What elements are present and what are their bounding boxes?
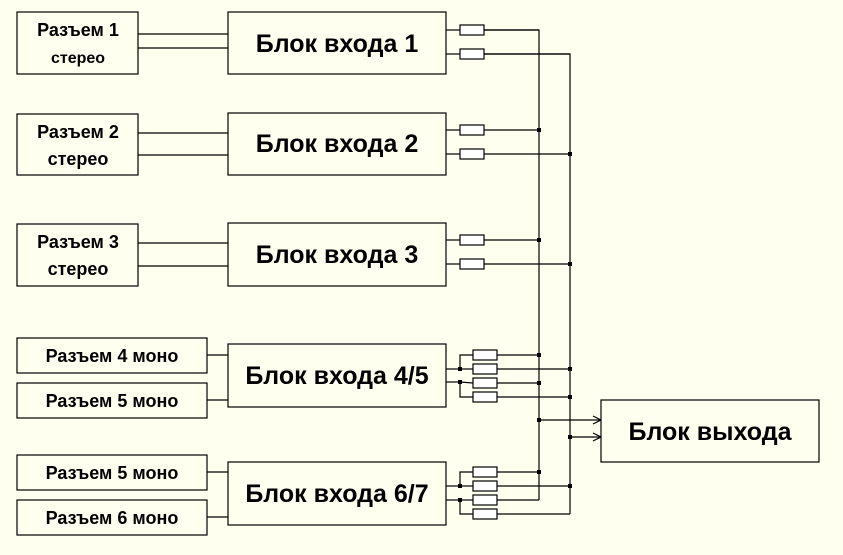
junction-dot [568, 367, 572, 371]
junction-dot [458, 380, 462, 384]
junction-dot [537, 353, 541, 357]
resistor-icon [459, 234, 485, 246]
input-block-1: Блок входа 1 [227, 11, 447, 75]
resistor-icon [472, 363, 498, 375]
connector-3-label: Разъем 3 [37, 232, 119, 252]
junction-dot [568, 435, 572, 439]
resistor-icon [472, 508, 498, 520]
resistor-icon [472, 480, 498, 492]
connector-1-label: Разъем 1 [37, 20, 119, 40]
bus-left [484, 29, 540, 500]
wire [459, 354, 473, 369]
input-block-6-7: Блок входа 6/7 [227, 461, 447, 526]
resistor-icon [472, 494, 498, 506]
junction-dot [537, 128, 541, 132]
resistor-icon [459, 124, 485, 136]
junction-dot [568, 152, 572, 156]
connector-4-label: Разъем 4 моно [46, 346, 179, 366]
connector-3-sublabel: стерео [48, 259, 109, 279]
input-block-2-label: Блок входа 2 [256, 130, 418, 158]
input-block-6-7-label: Блок входа 6/7 [245, 480, 428, 508]
junction-dot [568, 262, 572, 266]
connector-3: Разъем 3 стерео [16, 223, 139, 287]
junction-dot [568, 395, 572, 399]
connector-1: Разъем 1 стерео [16, 11, 139, 75]
junction-dot [568, 484, 572, 488]
connector-6-label: Разъем 6 моно [46, 508, 179, 528]
junction-dot [458, 367, 462, 371]
connector-5: Разъем 5 моно [16, 382, 208, 419]
resistor-icon [472, 349, 498, 361]
resistor-icon [459, 258, 485, 270]
junction-dot [537, 381, 541, 385]
junction-dot [458, 484, 462, 488]
resistor-icon [472, 377, 498, 389]
bus-right [484, 53, 571, 514]
connector-4: Разъем 4 моно [16, 337, 208, 374]
resistor-icon [472, 466, 498, 478]
connector-2-sublabel: стерео [48, 149, 109, 169]
connector-5b: Разъем 5 моно [16, 454, 208, 491]
resistor-icon [459, 148, 485, 160]
junction-dots [458, 128, 572, 502]
resistor-icon [472, 391, 498, 403]
wire [459, 500, 473, 515]
wire [459, 382, 473, 398]
input-block-3-label: Блок входа 3 [256, 241, 418, 269]
output-block-label: Блок выхода [629, 418, 793, 446]
resistor-icon [459, 48, 485, 60]
junction-dot [537, 470, 541, 474]
junction-dot [537, 418, 541, 422]
input-block-4-5: Блок входа 4/5 [227, 343, 447, 408]
connector-5b-label: Разъем 5 моно [46, 463, 179, 483]
wires [138, 29, 603, 518]
wire [459, 381, 474, 384]
connector-5-label: Разъем 5 моно [46, 391, 179, 411]
connector-1-sublabel: стерео [51, 50, 105, 67]
input-block-2: Блок входа 2 [227, 112, 447, 176]
output-block: Блок выхода [600, 399, 820, 463]
connector-2-label: Разъем 2 [37, 122, 119, 142]
connector-6: Разъем 6 моно [16, 499, 208, 536]
input-block-4-5-label: Блок входа 4/5 [245, 362, 428, 390]
resistors [459, 24, 498, 520]
junction-dot [458, 498, 462, 502]
resistor-icon [459, 24, 485, 36]
wire [459, 471, 473, 486]
input-block-1-label: Блок входа 1 [256, 30, 419, 58]
junction-dot [537, 238, 541, 242]
connector-2: Разъем 2 стерео [16, 113, 139, 176]
input-block-3: Блок входа 3 [227, 222, 447, 287]
